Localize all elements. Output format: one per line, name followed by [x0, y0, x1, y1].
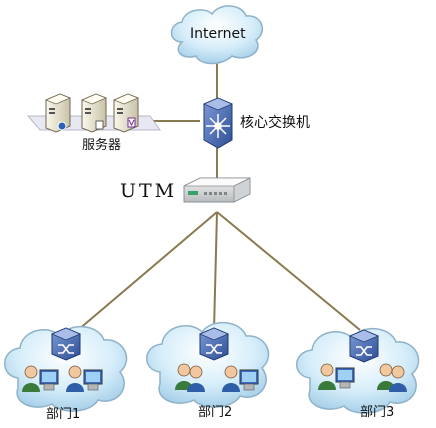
internet-label: Internet: [190, 26, 246, 42]
core-switch-label: 核心交换机: [240, 115, 310, 131]
server-icon: [80, 93, 108, 133]
link-utm-dept1: [77, 211, 218, 331]
user-computer-icon: [22, 365, 59, 392]
dept2-label: 部门2: [198, 405, 233, 420]
core-switch-icon: [202, 97, 234, 149]
switch-icon: [198, 327, 230, 361]
user-computer-icon: [318, 363, 355, 390]
dept1-label: 部门1: [46, 407, 81, 422]
server-group: [26, 93, 161, 133]
link-utm-dept3: [216, 211, 361, 331]
user-computer-icon: [66, 365, 103, 392]
switch-icon: [50, 327, 82, 361]
user-computer-icon: [222, 365, 259, 392]
internet-cloud-icon: [170, 5, 264, 65]
dept3-label: 部门3: [360, 405, 395, 420]
user-group-icon: [377, 363, 407, 392]
utm-label: UTM: [120, 180, 178, 202]
user-group-icon: [175, 363, 205, 392]
switch-icon: [348, 329, 380, 363]
dept3-cloud-icon: [296, 328, 420, 414]
servers-label: 服务器: [82, 138, 122, 153]
utm-device-icon: [183, 177, 251, 203]
server-icon: [44, 93, 72, 133]
link-utm-dept2: [213, 211, 218, 331]
server-icon: [112, 93, 140, 133]
